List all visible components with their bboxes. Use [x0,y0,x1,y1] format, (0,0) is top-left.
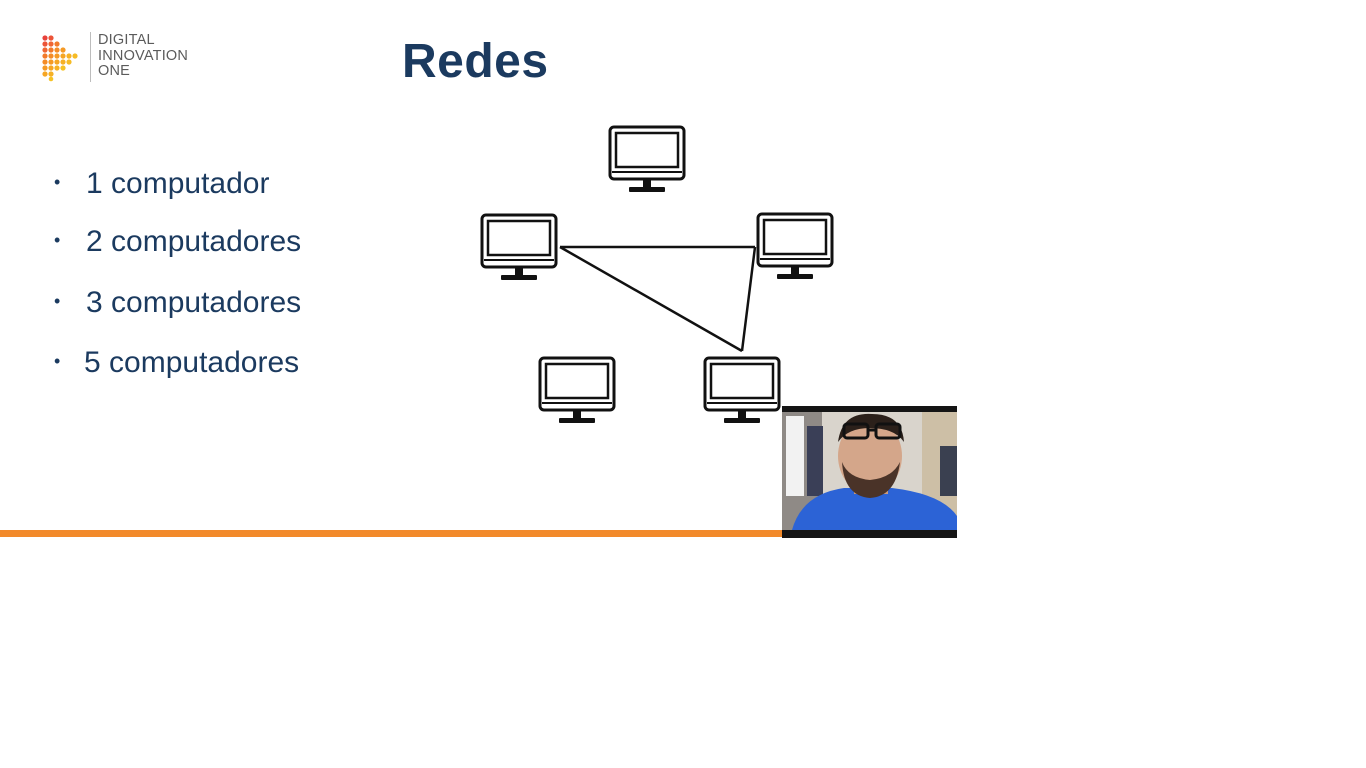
logo-line-2: INNOVATION [98,47,189,64]
bullet-icon: • [54,351,61,372]
logo-divider [90,32,91,82]
brand-logo: DIGITAL INNOVATION ONE [40,30,210,86]
bullet-icon: • [54,291,61,312]
computer-left [480,213,558,282]
computer-bottom-right [703,356,781,425]
network-connections [559,245,757,353]
logo-line-1: DIGITAL [98,32,155,48]
bullet-text: 1 computador [86,167,270,200]
bullet-item: • 1 computador [48,164,269,205]
bullet-text: 2 computadores [86,225,302,258]
bullet-item: • 2 computadores [48,222,301,263]
bullet-item: • 5 computadores [48,343,299,384]
logo-line-3: ONE [98,63,131,79]
logo-wordmark: DIGITAL INNOVATION ONE [98,32,189,80]
logo-dots-icon [42,35,78,82]
bullet-icon: • [54,172,61,193]
presenter-video [782,406,957,538]
webcam-overlay [782,406,957,538]
bullet-text: 3 computadores [86,286,302,319]
computer-top [608,125,686,194]
bullet-text: 5 computadores [84,346,300,379]
computer-right [756,212,834,281]
bullet-item: • 3 computadores [48,283,301,324]
connection-line [559,245,743,353]
accent-bar [0,530,782,537]
bullet-icon: • [54,230,61,251]
network-diagram [480,125,834,425]
computer-bottom-left [538,356,616,425]
connection-line [740,246,757,352]
slide-title: Redes [402,35,549,88]
